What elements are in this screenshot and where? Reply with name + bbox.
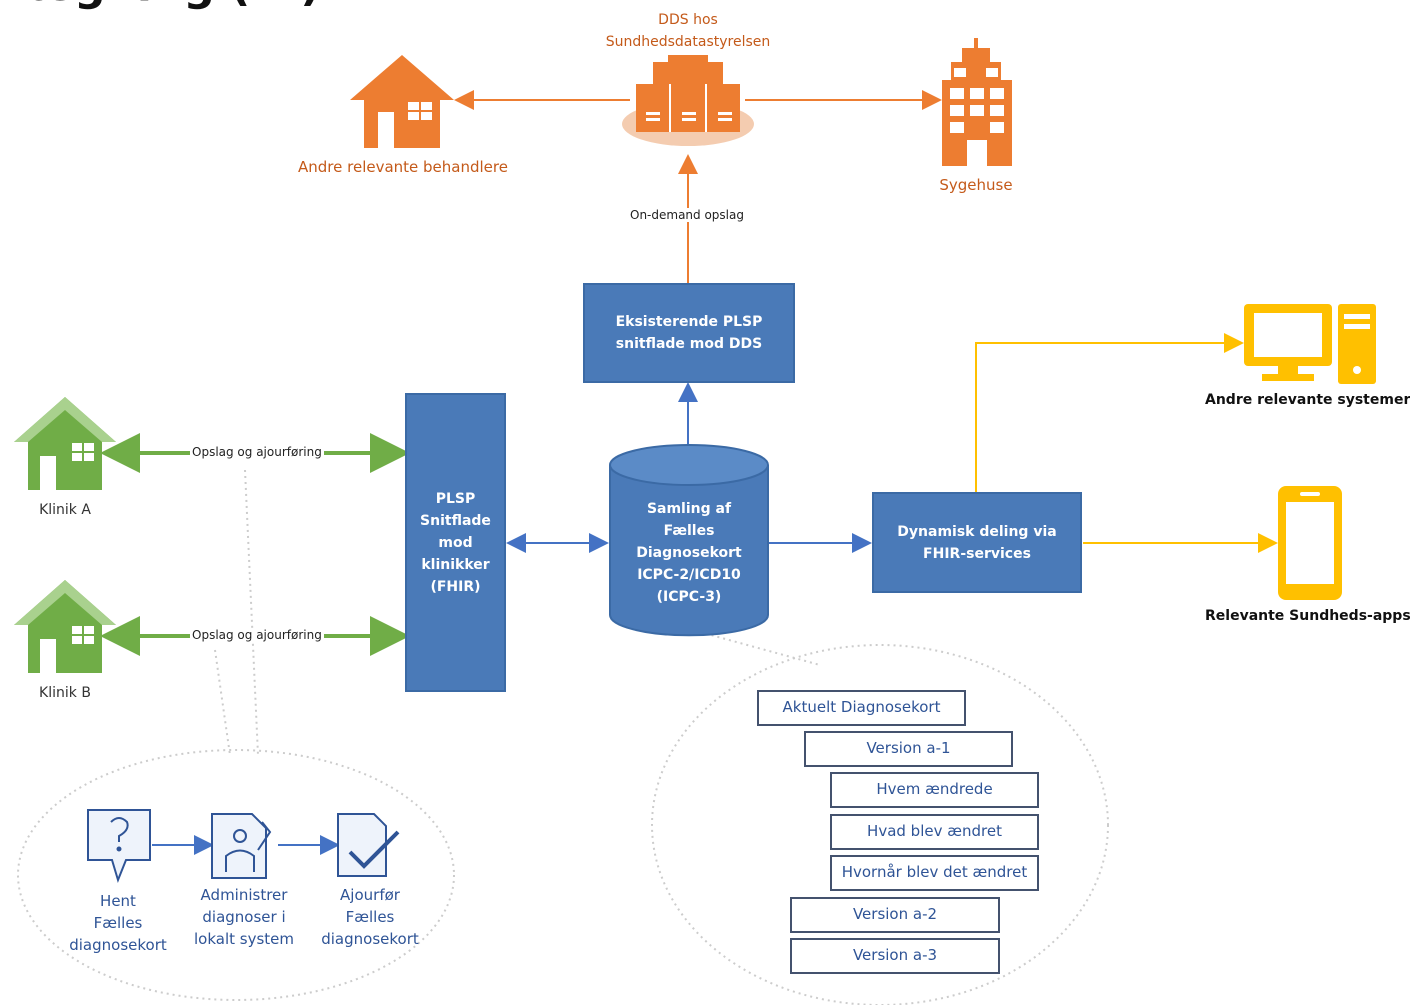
samling-line5: (ICPC-3)	[656, 589, 722, 605]
versions-ellipse	[651, 644, 1109, 1005]
orange-house-icon	[350, 55, 454, 148]
dynamisk-line1: Dynamisk deling via	[897, 523, 1057, 540]
dynamisk-line2: FHIR-services	[923, 545, 1031, 562]
version-a3-box: Version a-3	[790, 938, 1000, 974]
plsp-line4: klinikker	[421, 556, 490, 573]
step-hent-line1: Hent	[100, 892, 136, 910]
dds-label: DDS hos Sundhedsdatastyrelsen	[588, 9, 788, 53]
klinik-a-house-icon	[14, 397, 116, 490]
plsp-line3: mod	[438, 534, 473, 551]
samling-line4: ICPC-2/ICD10	[637, 567, 741, 583]
computer-icon	[1244, 304, 1376, 384]
dotted-connector-2	[244, 469, 259, 756]
database-cylinder	[609, 444, 769, 637]
version-hvornaar-box: Hvornår blev det ændret	[830, 855, 1039, 891]
step-administrer-label: Administrer diagnoser i lokalt system	[182, 884, 306, 950]
doctor-document-icon	[211, 813, 272, 879]
step-hent-line3: diagnosekort	[69, 936, 167, 954]
plsp-line1: PLSP	[435, 490, 476, 507]
question-icon	[87, 809, 151, 884]
plsp-line5: (FHIR)	[430, 578, 481, 595]
plsp-snitflade-box: PLSP Snitflade mod klinikker (FHIR)	[405, 393, 506, 692]
samling-line3: Diagnosekort	[636, 545, 742, 561]
step-ajourfor-line2: Fælles	[345, 908, 395, 926]
sygehuse-label: Sygehuse	[939, 176, 1013, 194]
page-title: ægning (...)	[28, 0, 321, 11]
checked-document-icon	[337, 813, 400, 877]
step-administrer-line2: diagnoser i	[202, 908, 286, 926]
dds-label-line1: DDS hos	[658, 12, 718, 28]
opslag-label-a: Opslag og ajourføring	[190, 445, 324, 459]
version-a1-box: Version a-1	[804, 731, 1013, 767]
version-hvad-box: Hvad blev ændret	[830, 814, 1039, 850]
dotted-connector-1	[214, 649, 231, 756]
klinik-b-label: Klinik B	[39, 685, 91, 701]
samling-label: Samling af Fælles Diagnosekort ICPC-2/IC…	[612, 498, 766, 608]
step-ajourfor-line1: Ajourfør	[340, 886, 400, 904]
dotted-connector-3	[699, 631, 821, 666]
step-hent-line2: Fælles	[93, 914, 143, 932]
version-aktuelt-box: Aktuelt Diagnosekort	[757, 690, 966, 726]
eksisterende-line1: Eksisterende PLSP	[615, 314, 763, 330]
eksisterende-plsp-box: Eksisterende PLSP snitflade mod DDS	[583, 283, 795, 383]
step-ajourfor-label: Ajourfør Fælles diagnosekort	[308, 884, 432, 950]
smartphone-icon	[1278, 486, 1342, 600]
on-demand-label: On-demand opslag	[628, 208, 746, 222]
klinik-a-label: Klinik A	[39, 502, 91, 518]
andre-systemer-label: Andre relevante systemer	[1205, 392, 1410, 408]
arrow-dynamisk-to-systemer	[975, 333, 1244, 492]
klinik-b-house-icon	[14, 580, 116, 673]
process-ellipse	[17, 749, 455, 1001]
plsp-line2: Snitflade	[420, 512, 491, 529]
samling-line2: Fælles	[663, 523, 715, 539]
hospital-icon	[942, 38, 1012, 166]
step-administrer-line3: lokalt system	[193, 930, 294, 948]
datacenter-icon	[622, 55, 754, 146]
step-hent-label: Hent Fælles diagnosekort	[58, 890, 178, 956]
version-a2-box: Version a-2	[790, 897, 1000, 933]
step-administrer-line1: Administrer	[200, 886, 288, 904]
dds-label-line2: Sundhedsdatastyrelsen	[605, 34, 771, 50]
version-hvem-box: Hvem ændrede	[830, 772, 1039, 808]
sundheds-apps-label: Relevante Sundheds-apps	[1205, 608, 1410, 624]
samling-line1: Samling af	[646, 501, 732, 517]
opslag-label-b: Opslag og ajourføring	[190, 628, 324, 642]
step-ajourfor-line3: diagnosekort	[321, 930, 419, 948]
andre-behandlere-label: Andre relevante behandlere	[298, 158, 508, 176]
eksisterende-line2: snitflade mod DDS	[615, 336, 763, 352]
